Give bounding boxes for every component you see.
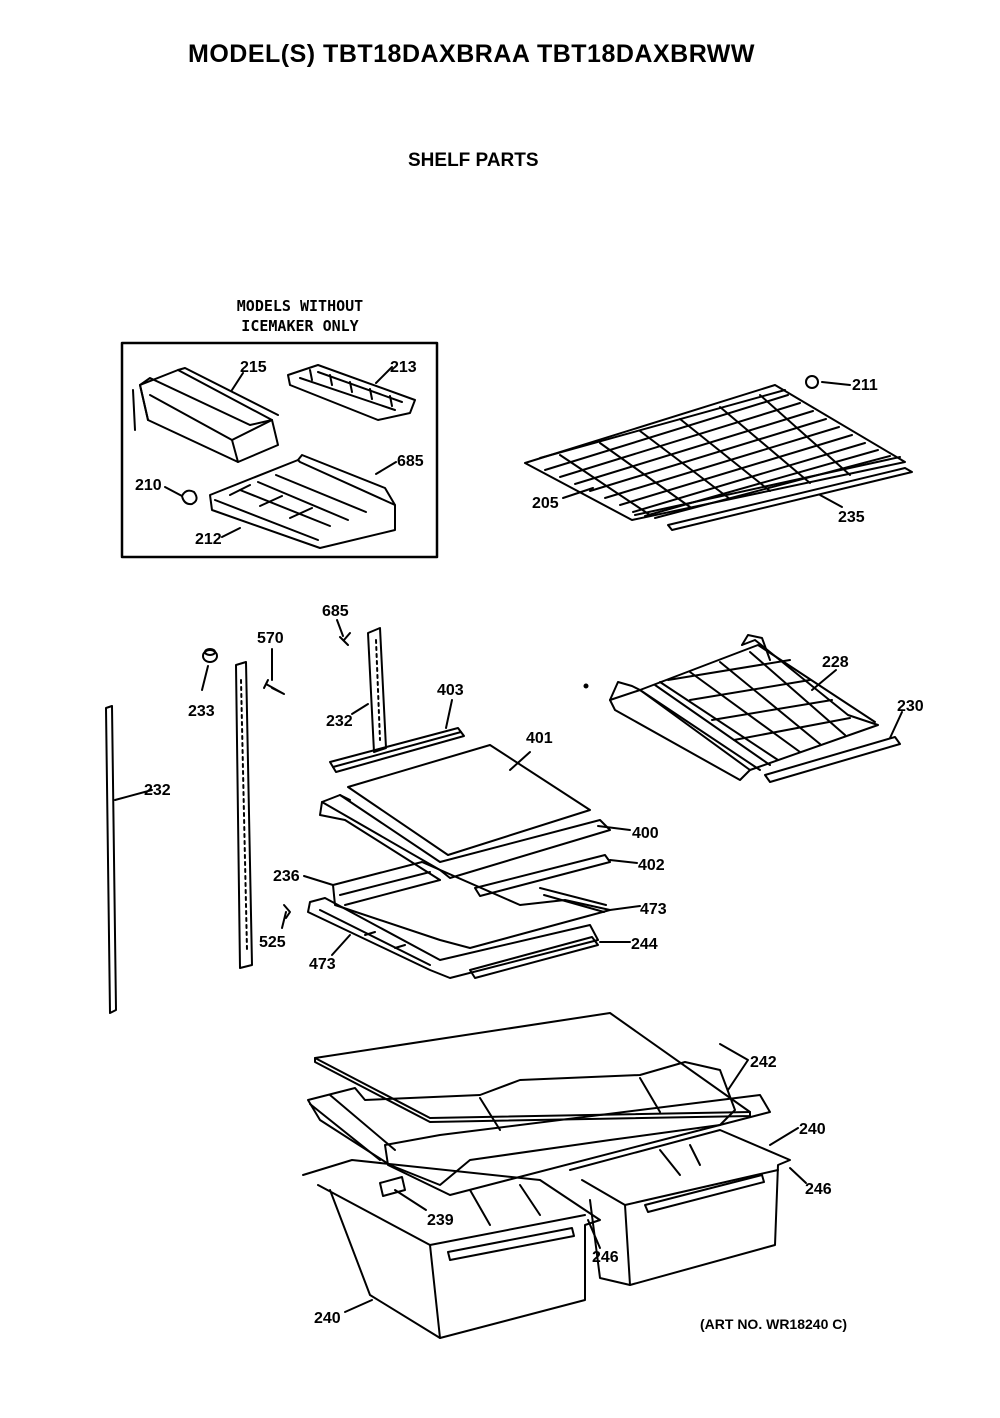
leader-232-left	[114, 789, 153, 801]
part-232-mid-rail	[367, 627, 387, 753]
part-212-rack	[209, 454, 396, 549]
part-239-bracket	[379, 1176, 406, 1197]
leader-215	[231, 372, 244, 391]
callout-232-left: 232	[144, 782, 171, 799]
callout-473-left: 473	[309, 956, 336, 973]
callout-685: 685	[322, 603, 349, 620]
leader-228	[811, 669, 837, 691]
leader-230	[889, 711, 903, 739]
inset-caption: MODELS WITHOUT ICEMAKER ONLY	[190, 296, 410, 336]
part-244-pan-rail	[469, 936, 599, 979]
callout-240-left: 240	[314, 1310, 341, 1327]
leader-240-left	[344, 1299, 373, 1313]
part-240-crisper-left	[302, 1159, 601, 1339]
part-403-trim	[329, 727, 465, 773]
section-title: SHELF PARTS	[408, 150, 539, 171]
leader-232-mid	[351, 703, 369, 715]
part-233-bushing	[202, 648, 218, 663]
inset-frame	[120, 341, 439, 559]
leader-210	[164, 486, 183, 497]
art-number: (ART NO. WR18240 C)	[700, 1316, 848, 1332]
stray-mark	[583, 683, 589, 689]
leader-239	[394, 1189, 427, 1211]
callout-685-inset: 685	[397, 453, 424, 470]
leader-212	[221, 527, 241, 538]
part-205-wire-shelf	[524, 375, 906, 521]
callout-244: 244	[631, 936, 658, 953]
leader-685-inset	[375, 461, 397, 475]
callout-473-right: 473	[640, 901, 667, 918]
leader-400	[597, 825, 631, 831]
leader-402	[609, 859, 638, 864]
callout-212: 212	[195, 531, 222, 548]
leader-473-left	[331, 934, 351, 956]
part-401-glass-shelf	[347, 744, 591, 856]
callout-246-mid: 246	[592, 1249, 619, 1266]
part-235-shelf-rail	[667, 467, 913, 531]
callout-239: 239	[427, 1212, 454, 1229]
callout-213: 213	[390, 359, 417, 376]
callout-228: 228	[822, 654, 849, 671]
part-215-ice-bucket	[132, 367, 279, 463]
leader-473-right	[609, 905, 641, 911]
leader-213	[375, 366, 393, 384]
leader-242	[719, 1043, 749, 1091]
part-402-trim	[474, 854, 611, 897]
part-213-ice-tray	[287, 364, 416, 421]
leader-403	[445, 699, 453, 729]
callout-232-mid: 232	[326, 713, 353, 730]
part-211-cap	[805, 375, 819, 389]
part-525-clip	[283, 904, 291, 919]
leader-205	[562, 487, 594, 499]
inset-caption-line1: MODELS WITHOUT	[236, 297, 364, 315]
leader-236	[303, 875, 334, 886]
callout-525: 525	[259, 934, 286, 951]
page-title: MODEL(S) TBT18DAXBRAA TBT18DAXBRWW	[188, 40, 755, 68]
part-242-cover-glass	[314, 1012, 751, 1123]
callout-210: 210	[135, 477, 162, 494]
part-242-cover-frame	[307, 1061, 771, 1196]
callout-205: 205	[532, 495, 559, 512]
part-232-rail-left	[105, 705, 117, 1014]
callout-402: 402	[638, 857, 665, 874]
part-400-shelf-frame	[319, 794, 611, 881]
callout-246-right: 246	[805, 1181, 832, 1198]
leader-525	[281, 911, 287, 929]
callout-211: 211	[852, 377, 878, 394]
callout-215: 215	[240, 359, 267, 376]
callout-570: 570	[257, 630, 284, 647]
leader-211	[821, 381, 851, 386]
part-230-shelf-rail	[764, 736, 901, 783]
callout-401: 401	[526, 730, 553, 747]
inset-caption-line2: ICEMAKER ONLY	[241, 317, 359, 335]
leader-685	[336, 619, 344, 637]
part-685-screw	[339, 632, 351, 646]
part-210-clip	[181, 489, 198, 506]
part-228-wire-shelf	[609, 634, 879, 781]
callout-240-right: 240	[799, 1121, 826, 1138]
callout-400: 400	[632, 825, 659, 842]
leader-235	[819, 494, 843, 508]
part-240-crisper-right	[569, 1129, 791, 1286]
part-236-cover	[307, 861, 611, 979]
callout-233: 233	[188, 703, 215, 720]
callout-403: 403	[437, 682, 464, 699]
callout-242: 242	[750, 1054, 777, 1071]
callout-230: 230	[897, 698, 924, 715]
leader-401	[509, 751, 531, 771]
callout-236: 236	[273, 868, 300, 885]
leader-246-mid	[587, 1219, 601, 1249]
leader-246-right	[789, 1167, 807, 1184]
part-232-ladder-rail	[235, 661, 253, 969]
callout-235: 235	[838, 509, 865, 526]
leader-233	[201, 665, 209, 691]
part-570-screw	[263, 679, 285, 695]
leader-240-right	[769, 1127, 799, 1146]
